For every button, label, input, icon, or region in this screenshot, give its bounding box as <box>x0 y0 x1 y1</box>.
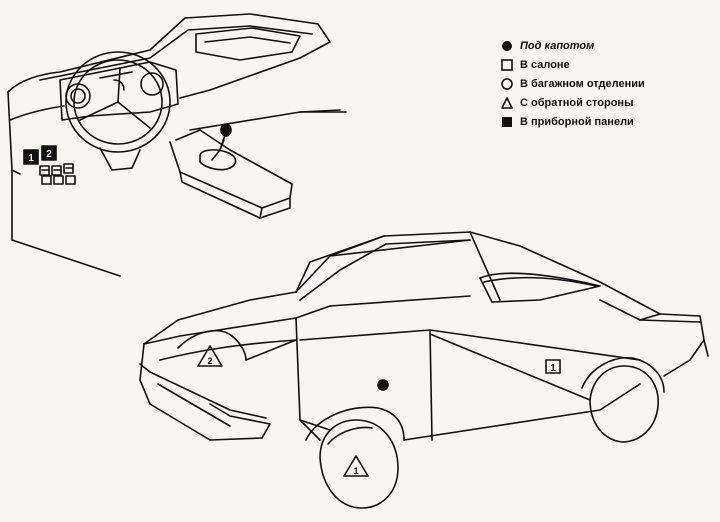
car-marker-rear-door <box>545 359 561 374</box>
open-circle-icon <box>501 77 513 90</box>
dashboard-drawing <box>7 13 347 277</box>
dashboard-marker-1 <box>23 149 39 165</box>
legend-item-reverse-side: С обратной стороны <box>500 93 680 112</box>
dashboard-marker-1-label: 1 <box>28 153 34 164</box>
legend-item-instrument-panel: В приборной панели <box>500 112 680 131</box>
car-marker-front-fender <box>197 345 223 367</box>
legend: Под капотом В салоне В багажном отделени… <box>500 36 680 131</box>
legend-label: Под капотом <box>520 39 595 52</box>
legend-item-under-hood: Под капотом <box>500 36 680 55</box>
open-triangle-icon <box>501 96 513 109</box>
legend-label: В приборной панели <box>520 115 634 128</box>
legend-label: В багажном отделении <box>520 77 645 90</box>
car-marker-under-hood <box>377 379 389 391</box>
legend-label: С обратной стороны <box>520 96 634 109</box>
filled-circle-icon <box>502 40 512 51</box>
car-marker-front-wheel <box>343 455 369 477</box>
car-marker-front-wheel-label: 1 <box>353 466 358 476</box>
car-drawing <box>139 231 709 509</box>
open-square-icon <box>501 58 513 71</box>
filled-square-icon <box>502 116 512 127</box>
car-marker-front-fender-label: 2 <box>207 356 212 366</box>
car-marker-rear-door-label: 1 <box>550 363 556 374</box>
legend-item-cabin: В салоне <box>500 55 680 74</box>
legend-label: В салоне <box>520 58 570 71</box>
dashboard-marker-2 <box>41 145 57 161</box>
legend-item-trunk: В багажном отделении <box>500 74 680 93</box>
dashboard-marker-2-label: 2 <box>46 149 52 160</box>
